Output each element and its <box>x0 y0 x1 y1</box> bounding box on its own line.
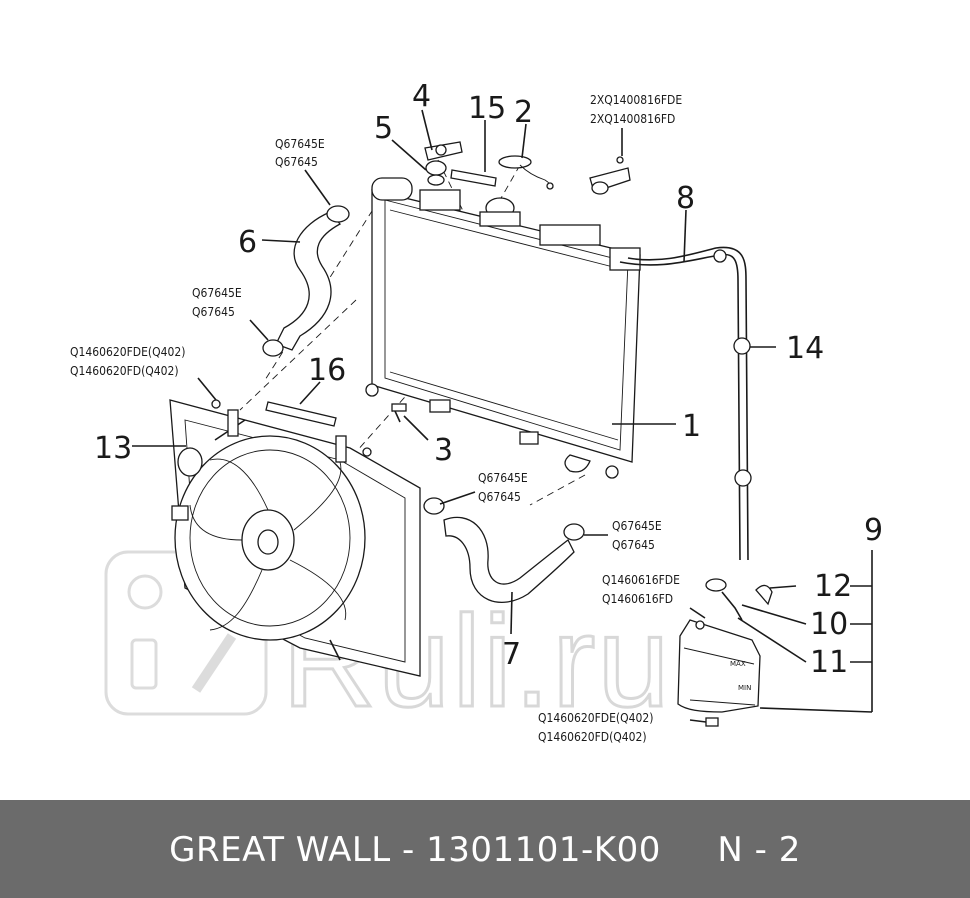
callout-5: 5 <box>374 111 393 146</box>
tank-min-mark: MIN <box>738 684 751 692</box>
fan-label-sticker <box>265 401 337 427</box>
radiator-screw <box>391 403 407 423</box>
code-tank-bolt-a: Q1460616FDE <box>602 573 680 587</box>
radiator-assembly-diagram: Ruli.ru <box>70 79 883 744</box>
callout-4: 4 <box>412 79 431 114</box>
callout-11: 11 <box>810 645 848 680</box>
code-top-right-b: 2XQ1400816FD <box>590 112 675 126</box>
radiator <box>365 177 641 479</box>
code-mid-clamp-a: Q67645E <box>478 471 528 485</box>
upper-hose <box>262 205 350 357</box>
callout-1: 1 <box>682 409 701 444</box>
callout-7: 7 <box>502 637 521 672</box>
code-fan-bolt-b: Q1460620FD(Q402) <box>70 364 179 378</box>
lower-hose <box>423 497 585 604</box>
upper-bracket <box>424 141 463 161</box>
leader-lines <box>132 109 873 723</box>
callout-10: 10 <box>810 607 848 642</box>
code-bottom-bolt-b: Q1460620FD(Q402) <box>538 730 647 744</box>
code-hose-upper-b: Q67645 <box>275 155 318 169</box>
part-number-caption: GREAT WALL - 1301101-K00 N - 2 <box>169 830 801 870</box>
overflow-hose <box>619 246 752 561</box>
code-hose-lower-a: Q67645E <box>192 286 242 300</box>
code-bottom-bolt-a: Q1460620FDE(Q402) <box>538 711 653 725</box>
upper-mount-bushing <box>425 160 447 186</box>
callout-16: 16 <box>308 353 346 388</box>
filler-cap <box>498 155 554 190</box>
top-right-bracket <box>589 156 631 195</box>
callout-9: 9 <box>864 513 883 548</box>
callout-8: 8 <box>676 181 695 216</box>
code-hose-lower-b: Q67645 <box>192 305 235 319</box>
tank-max-mark: MAX <box>730 660 746 668</box>
callout-3: 3 <box>434 433 453 468</box>
code-tank-bolt-b: Q1460616FD <box>602 592 673 606</box>
code-hose-upper-a: Q67645E <box>275 137 325 151</box>
callout-15: 15 <box>468 91 506 126</box>
callout-numbers: 4 5 15 2 8 6 16 14 1 3 13 9 12 10 11 7 <box>94 79 883 680</box>
code-outlet-clamp-b: Q67645 <box>612 538 655 552</box>
fan-shroud <box>169 399 421 677</box>
radiator-label-sticker <box>450 169 497 187</box>
code-fan-bolt-a: Q1460620FDE(Q402) <box>70 345 185 359</box>
callout-13: 13 <box>94 431 132 466</box>
code-top-right-a: 2XQ1400816FDE <box>590 93 682 107</box>
callout-2: 2 <box>514 95 533 130</box>
callout-6: 6 <box>238 225 257 260</box>
footer-bar: GREAT WALL - 1301101-K00 N - 2 <box>0 800 970 898</box>
callout-14: 14 <box>786 331 824 366</box>
code-outlet-clamp-a: Q67645E <box>612 519 662 533</box>
code-mid-clamp-b: Q67645 <box>478 490 521 504</box>
expansion-tank: MAX MIN <box>677 578 773 727</box>
callout-12: 12 <box>814 569 852 604</box>
part-codes: 2XQ1400816FDE 2XQ1400816FD Q67645E Q6764… <box>70 93 682 744</box>
